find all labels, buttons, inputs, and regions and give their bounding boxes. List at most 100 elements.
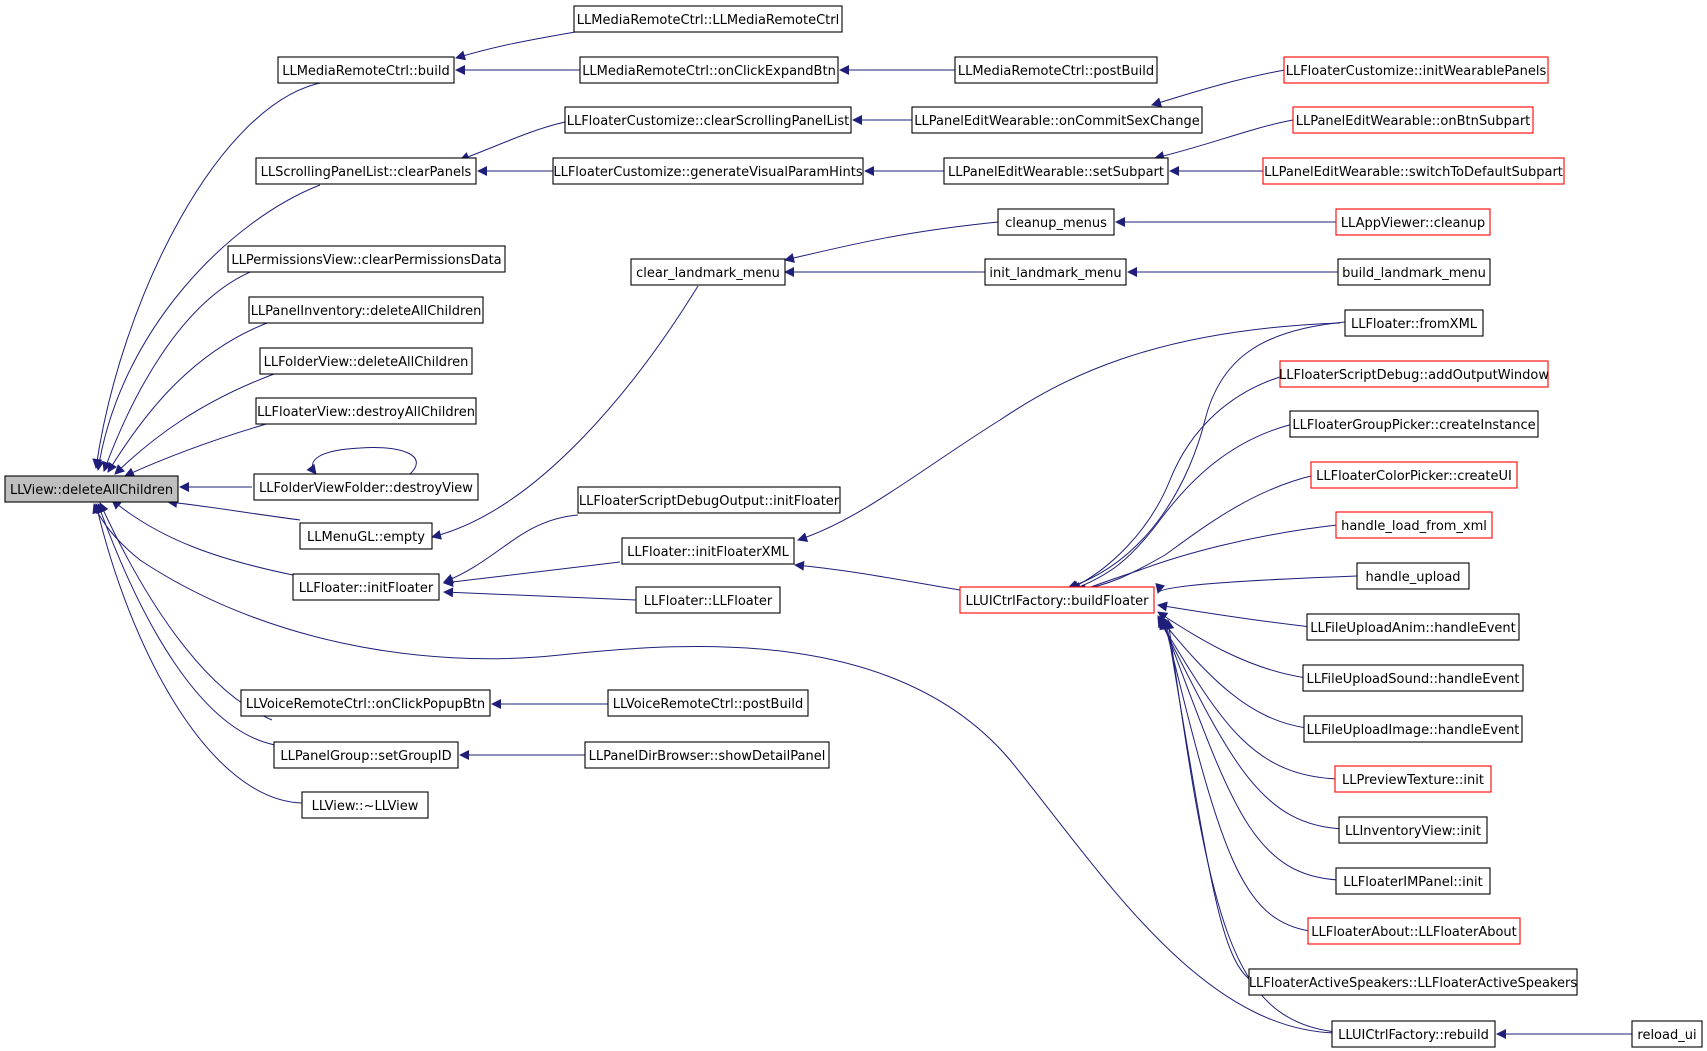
node-handle-upload[interactable]: handle_upload bbox=[1356, 562, 1470, 590]
svg-text:LLAppViewer::cleanup: LLAppViewer::cleanup bbox=[1341, 216, 1485, 231]
node-llvoiceremotectrl-postbuild[interactable]: LLVoiceRemoteCtrl::postBuild bbox=[607, 689, 809, 717]
node-reload-ui[interactable]: reload_ui bbox=[1631, 1020, 1703, 1048]
node-llpermissionsview-clearpermissionsdata[interactable]: LLPermissionsView::clearPermissionsData bbox=[227, 245, 506, 273]
node-init-landmark-menu[interactable]: init_landmark_menu bbox=[984, 258, 1127, 286]
svg-text:LLPanelGroup::setGroupID: LLPanelGroup::setGroupID bbox=[280, 749, 451, 764]
svg-text:clear_landmark_menu: clear_landmark_menu bbox=[636, 266, 780, 281]
edge bbox=[1164, 619, 1337, 1033]
edge bbox=[99, 502, 273, 721]
edge bbox=[92, 81, 326, 469]
svg-text:LLMenuGL::empty: LLMenuGL::empty bbox=[307, 530, 425, 545]
svg-text:LLMediaRemoteCtrl::postBuild: LLMediaRemoteCtrl::postBuild bbox=[958, 64, 1154, 79]
node-lluictrlfactory-buildfloater[interactable]: LLUICtrlFactory::buildFloater bbox=[959, 586, 1155, 614]
node-llfolderview-deleteallchildren[interactable]: LLFolderView::deleteAllChildren bbox=[259, 347, 473, 375]
edge bbox=[1151, 69, 1286, 108]
edge bbox=[107, 319, 276, 473]
edge bbox=[443, 587, 637, 601]
node-llmediaremotectrl-onclickexpandbtn[interactable]: LLMediaRemoteCtrl::onClickExpandBtn bbox=[579, 56, 839, 84]
svg-text:LLMediaRemoteCtrl::LLMediaRemo: LLMediaRemoteCtrl::LLMediaRemoteCtrl bbox=[577, 13, 839, 28]
svg-text:LLFloaterColorPicker::createUI: LLFloaterColorPicker::createUI bbox=[1316, 469, 1512, 484]
edge bbox=[1069, 373, 1291, 590]
node-llfloateractivespeakers-llfloateractivespeakers[interactable]: LLFloaterActiveSpeakers::LLFloaterActive… bbox=[1248, 968, 1578, 996]
node-llview-deleteallchildren[interactable]: LLView::deleteAllChildren bbox=[4, 475, 179, 503]
svg-text:LLFloaterGroupPicker::createIn: LLFloaterGroupPicker::createInstance bbox=[1292, 418, 1535, 433]
svg-text:LLFloaterIMPanel::init: LLFloaterIMPanel::init bbox=[1343, 875, 1482, 890]
svg-text:LLPanelEditWearable::onBtnSubp: LLPanelEditWearable::onBtnSubpart bbox=[1296, 114, 1531, 129]
svg-text:LLFloater::initFloaterXML: LLFloater::initFloaterXML bbox=[627, 545, 790, 560]
node-llview-dtor[interactable]: LLView::~LLView bbox=[301, 791, 429, 819]
edge bbox=[455, 31, 576, 61]
node-llfloatercolorpicker-createui[interactable]: LLFloaterColorPicker::createUI bbox=[1310, 461, 1518, 489]
svg-text:handle_load_from_xml: handle_load_from_xml bbox=[1341, 519, 1487, 534]
edge bbox=[459, 121, 566, 162]
node-llmediaremotectrl-build[interactable]: LLMediaRemoteCtrl::build bbox=[277, 56, 455, 84]
svg-text:LLFloater::fromXML: LLFloater::fromXML bbox=[1351, 317, 1478, 332]
node-llpanelinventory-deleteallchildren[interactable]: LLPanelInventory::deleteAllChildren bbox=[248, 296, 484, 324]
edge bbox=[1074, 474, 1316, 595]
edge bbox=[1154, 119, 1294, 161]
svg-text:LLMediaRemoteCtrl::build: LLMediaRemoteCtrl::build bbox=[282, 64, 450, 79]
node-llfloatercustomize-initwearablepanels[interactable]: LLFloaterCustomize::initWearablePanels bbox=[1283, 56, 1549, 84]
node-llfileuploadsound-handleevent[interactable]: LLFileUploadSound::handleEvent bbox=[1302, 664, 1524, 692]
node-llfloatergrouppicker-createinstance[interactable]: LLFloaterGroupPicker::createInstance bbox=[1289, 410, 1539, 438]
edge bbox=[93, 503, 303, 804]
node-llpaneldirbrowser-showdetailpanel[interactable]: LLPanelDirBrowser::showDetailPanel bbox=[584, 741, 830, 769]
node-llfloaterimpanel-init[interactable]: LLFloaterIMPanel::init bbox=[1335, 867, 1491, 895]
node-llmenugl-empty[interactable]: LLMenuGL::empty bbox=[299, 522, 433, 550]
node-llfloatercustomize-clearscrollingpanellist[interactable]: LLFloaterCustomize::clearScrollingPanelL… bbox=[564, 106, 852, 134]
svg-text:LLPanelEditWearable::setSubpar: LLPanelEditWearable::setSubpart bbox=[948, 165, 1164, 180]
edge bbox=[102, 269, 256, 472]
node-cleanup-menus[interactable]: cleanup_menus bbox=[997, 208, 1115, 236]
svg-text:LLScrollingPanelList::clearPan: LLScrollingPanelList::clearPanels bbox=[261, 165, 472, 180]
node-llfloatercustomize-generatevisualparamhints[interactable]: LLFloaterCustomize::generateVisualParamH… bbox=[552, 157, 864, 185]
svg-text:LLFloaterCustomize::initWearab: LLFloaterCustomize::initWearablePanels bbox=[1286, 64, 1547, 79]
svg-text:LLFloater::LLFloater: LLFloater::LLFloater bbox=[644, 594, 773, 609]
node-llmediaremotectrl-ctor[interactable]: LLMediaRemoteCtrl::LLMediaRemoteCtrl bbox=[573, 5, 843, 33]
node-llfileuploadanim-handleevent[interactable]: LLFileUploadAnim::handleEvent bbox=[1306, 613, 1520, 641]
svg-text:LLPanelInventory::deleteAllChi: LLPanelInventory::deleteAllChildren bbox=[251, 304, 482, 319]
node-llfloaterabout-llfloaterabout[interactable]: LLFloaterAbout::LLFloaterAbout bbox=[1307, 917, 1521, 945]
svg-text:LLFloater::initFloater: LLFloater::initFloater bbox=[299, 581, 434, 596]
node-llappviewer-cleanup[interactable]: LLAppViewer::cleanup bbox=[1335, 208, 1491, 236]
node-llpaneleditwearable-oncommitsexchange[interactable]: LLPanelEditWearable::onCommitSexChange bbox=[911, 106, 1203, 134]
svg-text:LLPanelEditWearable::switchToD: LLPanelEditWearable::switchToDefaultSubp… bbox=[1264, 165, 1563, 180]
svg-text:LLPermissionsView::clearPermis: LLPermissionsView::clearPermissionsData bbox=[231, 253, 501, 268]
svg-text:LLPanelDirBrowser::showDetailP: LLPanelDirBrowser::showDetailPanel bbox=[589, 749, 826, 764]
node-llfloater-llfloater[interactable]: LLFloater::LLFloater bbox=[635, 586, 781, 614]
edge bbox=[443, 561, 621, 587]
node-clear-landmark-menu[interactable]: clear_landmark_menu bbox=[630, 258, 786, 286]
node-llpaneleditwearable-setsubpart[interactable]: LLPanelEditWearable::setSubpart bbox=[943, 157, 1169, 185]
node-build-landmark-menu[interactable]: build_landmark_menu bbox=[1337, 258, 1491, 286]
svg-text:LLVoiceRemoteCtrl::postBuild: LLVoiceRemoteCtrl::postBuild bbox=[613, 697, 803, 712]
node-llvoiceremotectrl-onclickpopupbtn[interactable]: LLVoiceRemoteCtrl::onClickPopupBtn bbox=[240, 689, 491, 717]
svg-text:cleanup_menus: cleanup_menus bbox=[1005, 216, 1107, 231]
node-llscrollingpanellist-clearpanels[interactable]: LLScrollingPanelList::clearPanels bbox=[255, 157, 477, 185]
svg-text:LLFolderViewFolder::destroyVie: LLFolderViewFolder::destroyView bbox=[259, 481, 473, 496]
node-llfloaterscriptdebugoutput-initfloater[interactable]: LLFloaterScriptDebugOutput::initFloater bbox=[577, 486, 841, 514]
node-llpreviewtexture-init[interactable]: LLPreviewTexture::init bbox=[1334, 765, 1492, 793]
svg-text:LLView::deleteAllChildren: LLView::deleteAllChildren bbox=[10, 483, 173, 498]
node-llpaneleditwearable-onbtnsubpart[interactable]: LLPanelEditWearable::onBtnSubpart bbox=[1292, 106, 1534, 134]
edge bbox=[797, 322, 1341, 542]
node-llfloater-fromxml[interactable]: LLFloater::fromXML bbox=[1344, 309, 1484, 337]
node-llfloaterscriptdebug-addoutputwindow[interactable]: LLFloaterScriptDebug::addOutputWindow bbox=[1279, 360, 1549, 388]
edge bbox=[1159, 619, 1344, 830]
node-llfloater-initfloaterxml[interactable]: LLFloater::initFloaterXML bbox=[621, 537, 795, 565]
node-llfloaterview-destroyallchildren[interactable]: LLFloaterView::destroyAllChildren bbox=[255, 397, 477, 425]
svg-text:LLMediaRemoteCtrl::onClickExpa: LLMediaRemoteCtrl::onClickExpandBtn bbox=[582, 64, 836, 79]
node-llinventoryview-init[interactable]: LLInventoryView::init bbox=[1338, 816, 1488, 844]
node-llfloater-initfloater[interactable]: LLFloater::initFloater bbox=[292, 573, 440, 601]
node-llfileuploadimage-handleevent[interactable]: LLFileUploadImage::handleEvent bbox=[1303, 715, 1523, 743]
node-llpaneleditwearable-switchtodefaultsubpart[interactable]: LLPanelEditWearable::switchToDefaultSubp… bbox=[1262, 157, 1565, 185]
svg-text:LLFolderView::deleteAllChildre: LLFolderView::deleteAllChildren bbox=[264, 355, 469, 370]
svg-text:LLFileUploadAnim::handleEvent: LLFileUploadAnim::handleEvent bbox=[1310, 621, 1516, 636]
node-llfolderviewfolder-destroyview[interactable]: LLFolderViewFolder::destroyView bbox=[253, 473, 479, 501]
edge bbox=[306, 446, 417, 475]
edge bbox=[96, 503, 276, 746]
node-llpanelgroup-setgroupid[interactable]: LLPanelGroup::setGroupID bbox=[273, 741, 459, 769]
node-handle-load-from-xml[interactable]: handle_load_from_xml bbox=[1335, 511, 1493, 539]
node-lluictrlfactory-rebuild[interactable]: LLUICtrlFactory::rebuild bbox=[1331, 1020, 1496, 1048]
node-llmediaremotectrl-postbuild[interactable]: LLMediaRemoteCtrl::postBuild bbox=[954, 56, 1158, 84]
svg-text:LLInventoryView::init: LLInventoryView::init bbox=[1345, 824, 1481, 839]
